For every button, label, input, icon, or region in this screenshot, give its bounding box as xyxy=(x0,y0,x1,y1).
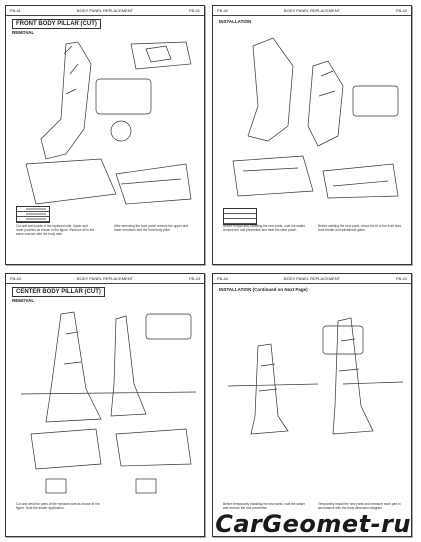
page-number-right: FB-42 xyxy=(396,8,407,13)
manual-page-3: FB-43 BODY PANEL REPLACEMENT FB-43 CENTE… xyxy=(5,273,205,537)
page-title: CENTER BODY PILLAR (CUT) xyxy=(12,287,105,297)
page-header: FB-44 BODY PANEL REPLACEMENT FB-44 xyxy=(213,274,411,284)
pillar-diagram xyxy=(25,41,192,220)
note-right: After removing the front panel remove th… xyxy=(114,224,189,233)
page-number: FB-43 xyxy=(10,276,21,281)
procedure-heading: REMOVAL xyxy=(12,30,35,35)
note-left: Before temporarily installing the new pa… xyxy=(223,502,306,511)
page-number: FB-44 xyxy=(217,276,228,281)
pillar-diagram xyxy=(20,311,197,494)
pillar-diagram xyxy=(232,37,399,199)
manual-page-4: FB-44 BODY PANEL REPLACEMENT FB-44 INSTA… xyxy=(212,273,412,537)
page-header: FB-42 BODY PANEL REPLACEMENT FB-42 xyxy=(213,6,411,16)
manual-page-2: FB-42 BODY PANEL REPLACEMENT FB-42 INSTA… xyxy=(212,5,412,265)
page-number: FB-41 xyxy=(10,8,21,13)
spec-table xyxy=(223,208,257,225)
manual-page-1: FB-41 BODY PANEL REPLACEMENT FB-41 FRONT… xyxy=(5,5,205,265)
section-name: BODY PANEL REPLACEMENT xyxy=(283,276,341,281)
page-number: FB-42 xyxy=(217,8,228,13)
site-watermark: CarGeomet-ru xyxy=(215,510,411,538)
spec-table xyxy=(16,206,50,223)
page-number-right: FB-41 xyxy=(189,8,200,13)
page-number-right: FB-44 xyxy=(396,276,407,281)
note-left: Cut and weld the parts of the replaced s… xyxy=(16,502,100,511)
section-name: BODY PANEL REPLACEMENT xyxy=(283,8,341,13)
note-left: Before temporarily installing the new pa… xyxy=(223,224,306,233)
procedure-heading: INSTALLATION xyxy=(219,19,252,24)
pillar-diagram xyxy=(227,317,404,435)
note-right: Temporarily install the new parts and me… xyxy=(318,502,401,511)
note-right: Before welding the new parts, check the … xyxy=(318,224,402,233)
procedure-heading: INSTALLATION (Continued on Next Page) xyxy=(219,287,308,292)
page-header: FB-41 BODY PANEL REPLACEMENT FB-41 xyxy=(6,6,204,16)
section-name: BODY PANEL REPLACEMENT xyxy=(76,276,134,281)
page-number-right: FB-43 xyxy=(189,276,200,281)
page-title: FRONT BODY PILLAR (CUT) xyxy=(12,19,101,29)
procedure-heading: REMOVAL xyxy=(12,298,35,303)
note-left: Cut and weld parts of the replaced side.… xyxy=(16,224,95,237)
section-name: BODY PANEL REPLACEMENT xyxy=(76,8,134,13)
page-header: FB-43 BODY PANEL REPLACEMENT FB-43 xyxy=(6,274,204,284)
